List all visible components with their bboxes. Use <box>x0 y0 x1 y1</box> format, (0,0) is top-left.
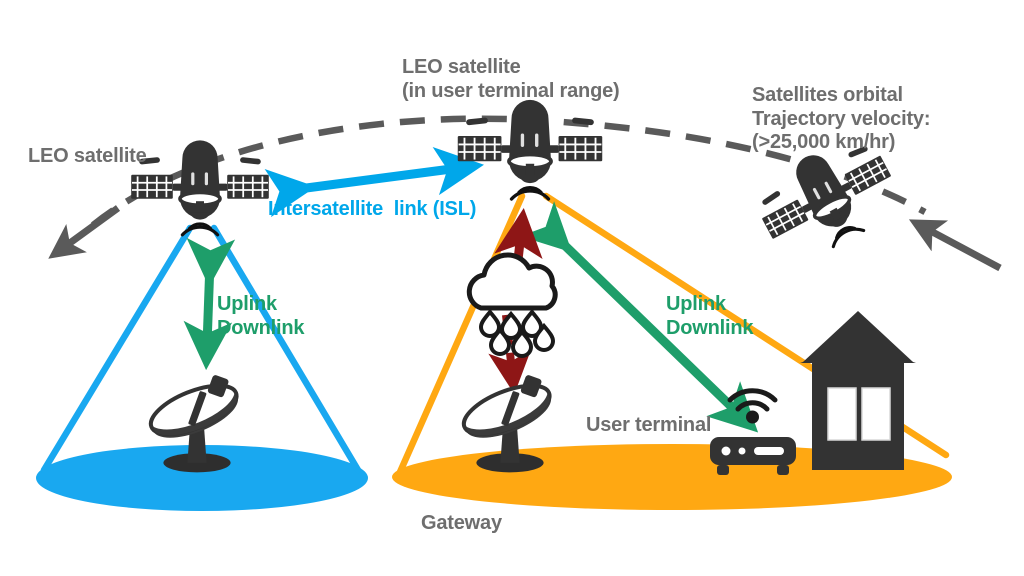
coverage-beam-blue <box>40 224 362 474</box>
coverage-footprint-blue <box>36 445 368 511</box>
label-leo-satellite-left: LEO satellite <box>28 145 147 167</box>
isl-link-arrow <box>264 146 484 218</box>
orbit-arrow-left <box>48 205 121 259</box>
label-user-terminal: User terminal <box>586 414 712 436</box>
uplink-downlink-right-arrow <box>520 201 759 433</box>
leo-satellite-mid <box>455 98 605 201</box>
house-icon <box>800 311 916 470</box>
router-icon <box>710 388 796 475</box>
leo-satellite-left <box>129 138 271 237</box>
label-leo-satellite-mid: LEO satellite (in user terminal range) <box>402 56 620 102</box>
label-gateway: Gateway <box>421 512 502 534</box>
label-orbital-velocity: Satellites orbital Trajectory velocity: … <box>752 84 931 154</box>
label-uplink-downlink-left: Uplink Downlink <box>217 293 305 339</box>
label-intersatellite-link: Intersatellite link (ISL) <box>268 198 477 220</box>
rain-cloud-icon <box>466 252 558 358</box>
label-uplink-downlink-right: Uplink Downlink <box>666 293 754 339</box>
orbit-arrow-right <box>908 219 1002 272</box>
uplink-downlink-left-arrow <box>183 237 236 371</box>
